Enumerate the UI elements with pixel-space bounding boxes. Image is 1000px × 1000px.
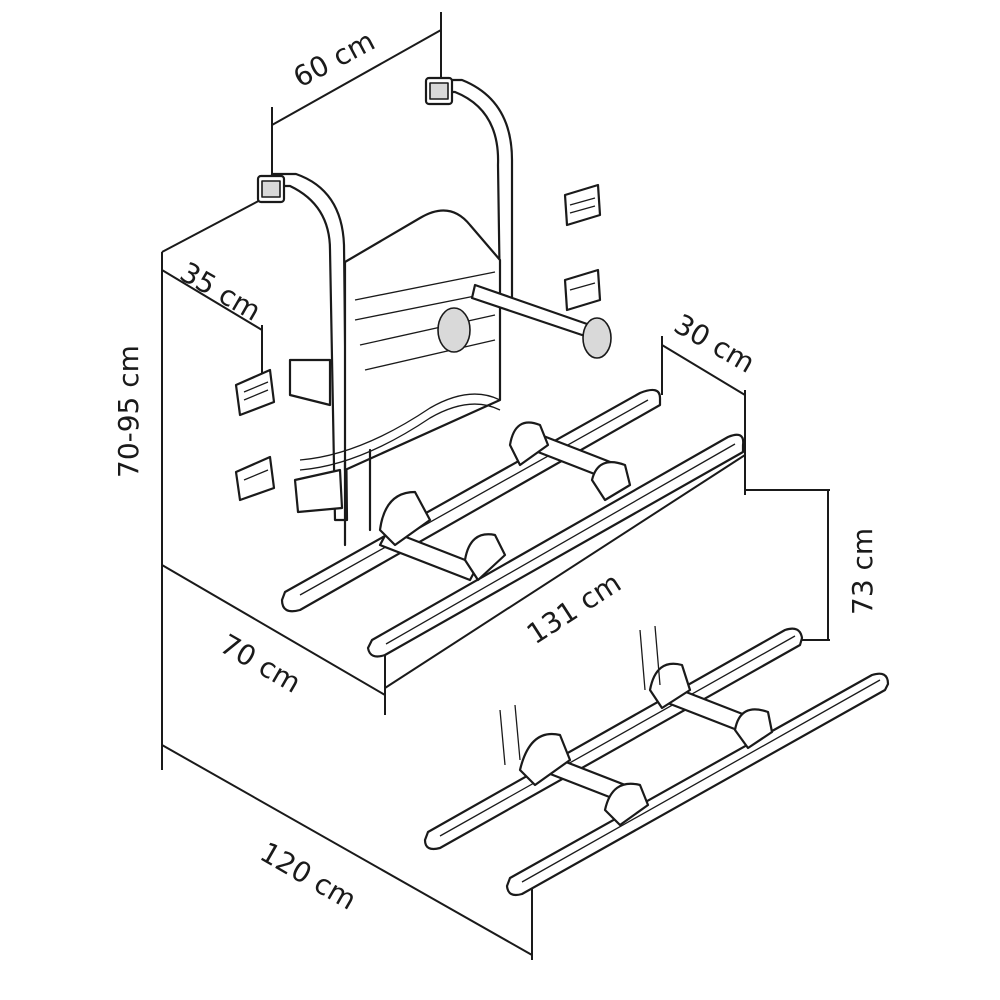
upper-rails bbox=[280, 388, 745, 658]
mounted-rack-illustration bbox=[234, 76, 745, 658]
label-upper-depth: 35 cm bbox=[175, 255, 267, 327]
label-width-top: 60 cm bbox=[288, 24, 380, 94]
label-base-width: 120 cm bbox=[255, 835, 362, 916]
mounting-bracket-left bbox=[234, 368, 276, 502]
label-rail-length: 131 cm bbox=[521, 566, 627, 651]
mounting-bracket-top-right bbox=[563, 183, 602, 312]
folded-rack-illustration bbox=[423, 625, 890, 897]
label-lower-height: 73 cm bbox=[846, 528, 879, 615]
label-rail-offset: 30 cm bbox=[669, 307, 761, 379]
dimension-lines bbox=[161, 12, 830, 960]
label-base-depth: 70 cm bbox=[215, 627, 307, 699]
label-height-range: 70-95 cm bbox=[112, 345, 145, 478]
